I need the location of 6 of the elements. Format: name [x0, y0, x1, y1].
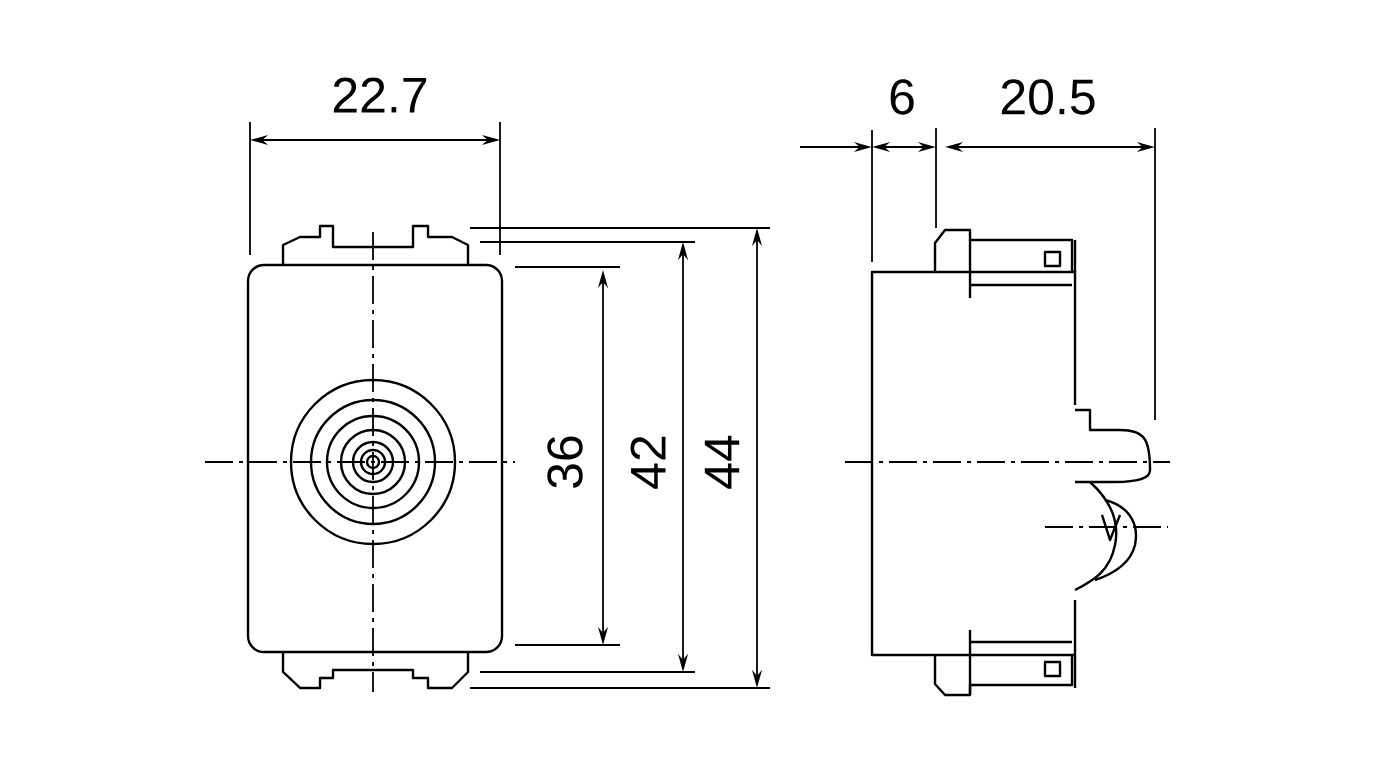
- dimension-label: 6: [890, 79, 914, 115]
- dimension-label: 42: [630, 436, 666, 489]
- dimension-label: 44: [704, 435, 740, 489]
- dimension-label: 20.5: [1001, 79, 1095, 115]
- dimension-label: 22.7: [333, 77, 427, 113]
- dimension-label: 36: [547, 436, 583, 488]
